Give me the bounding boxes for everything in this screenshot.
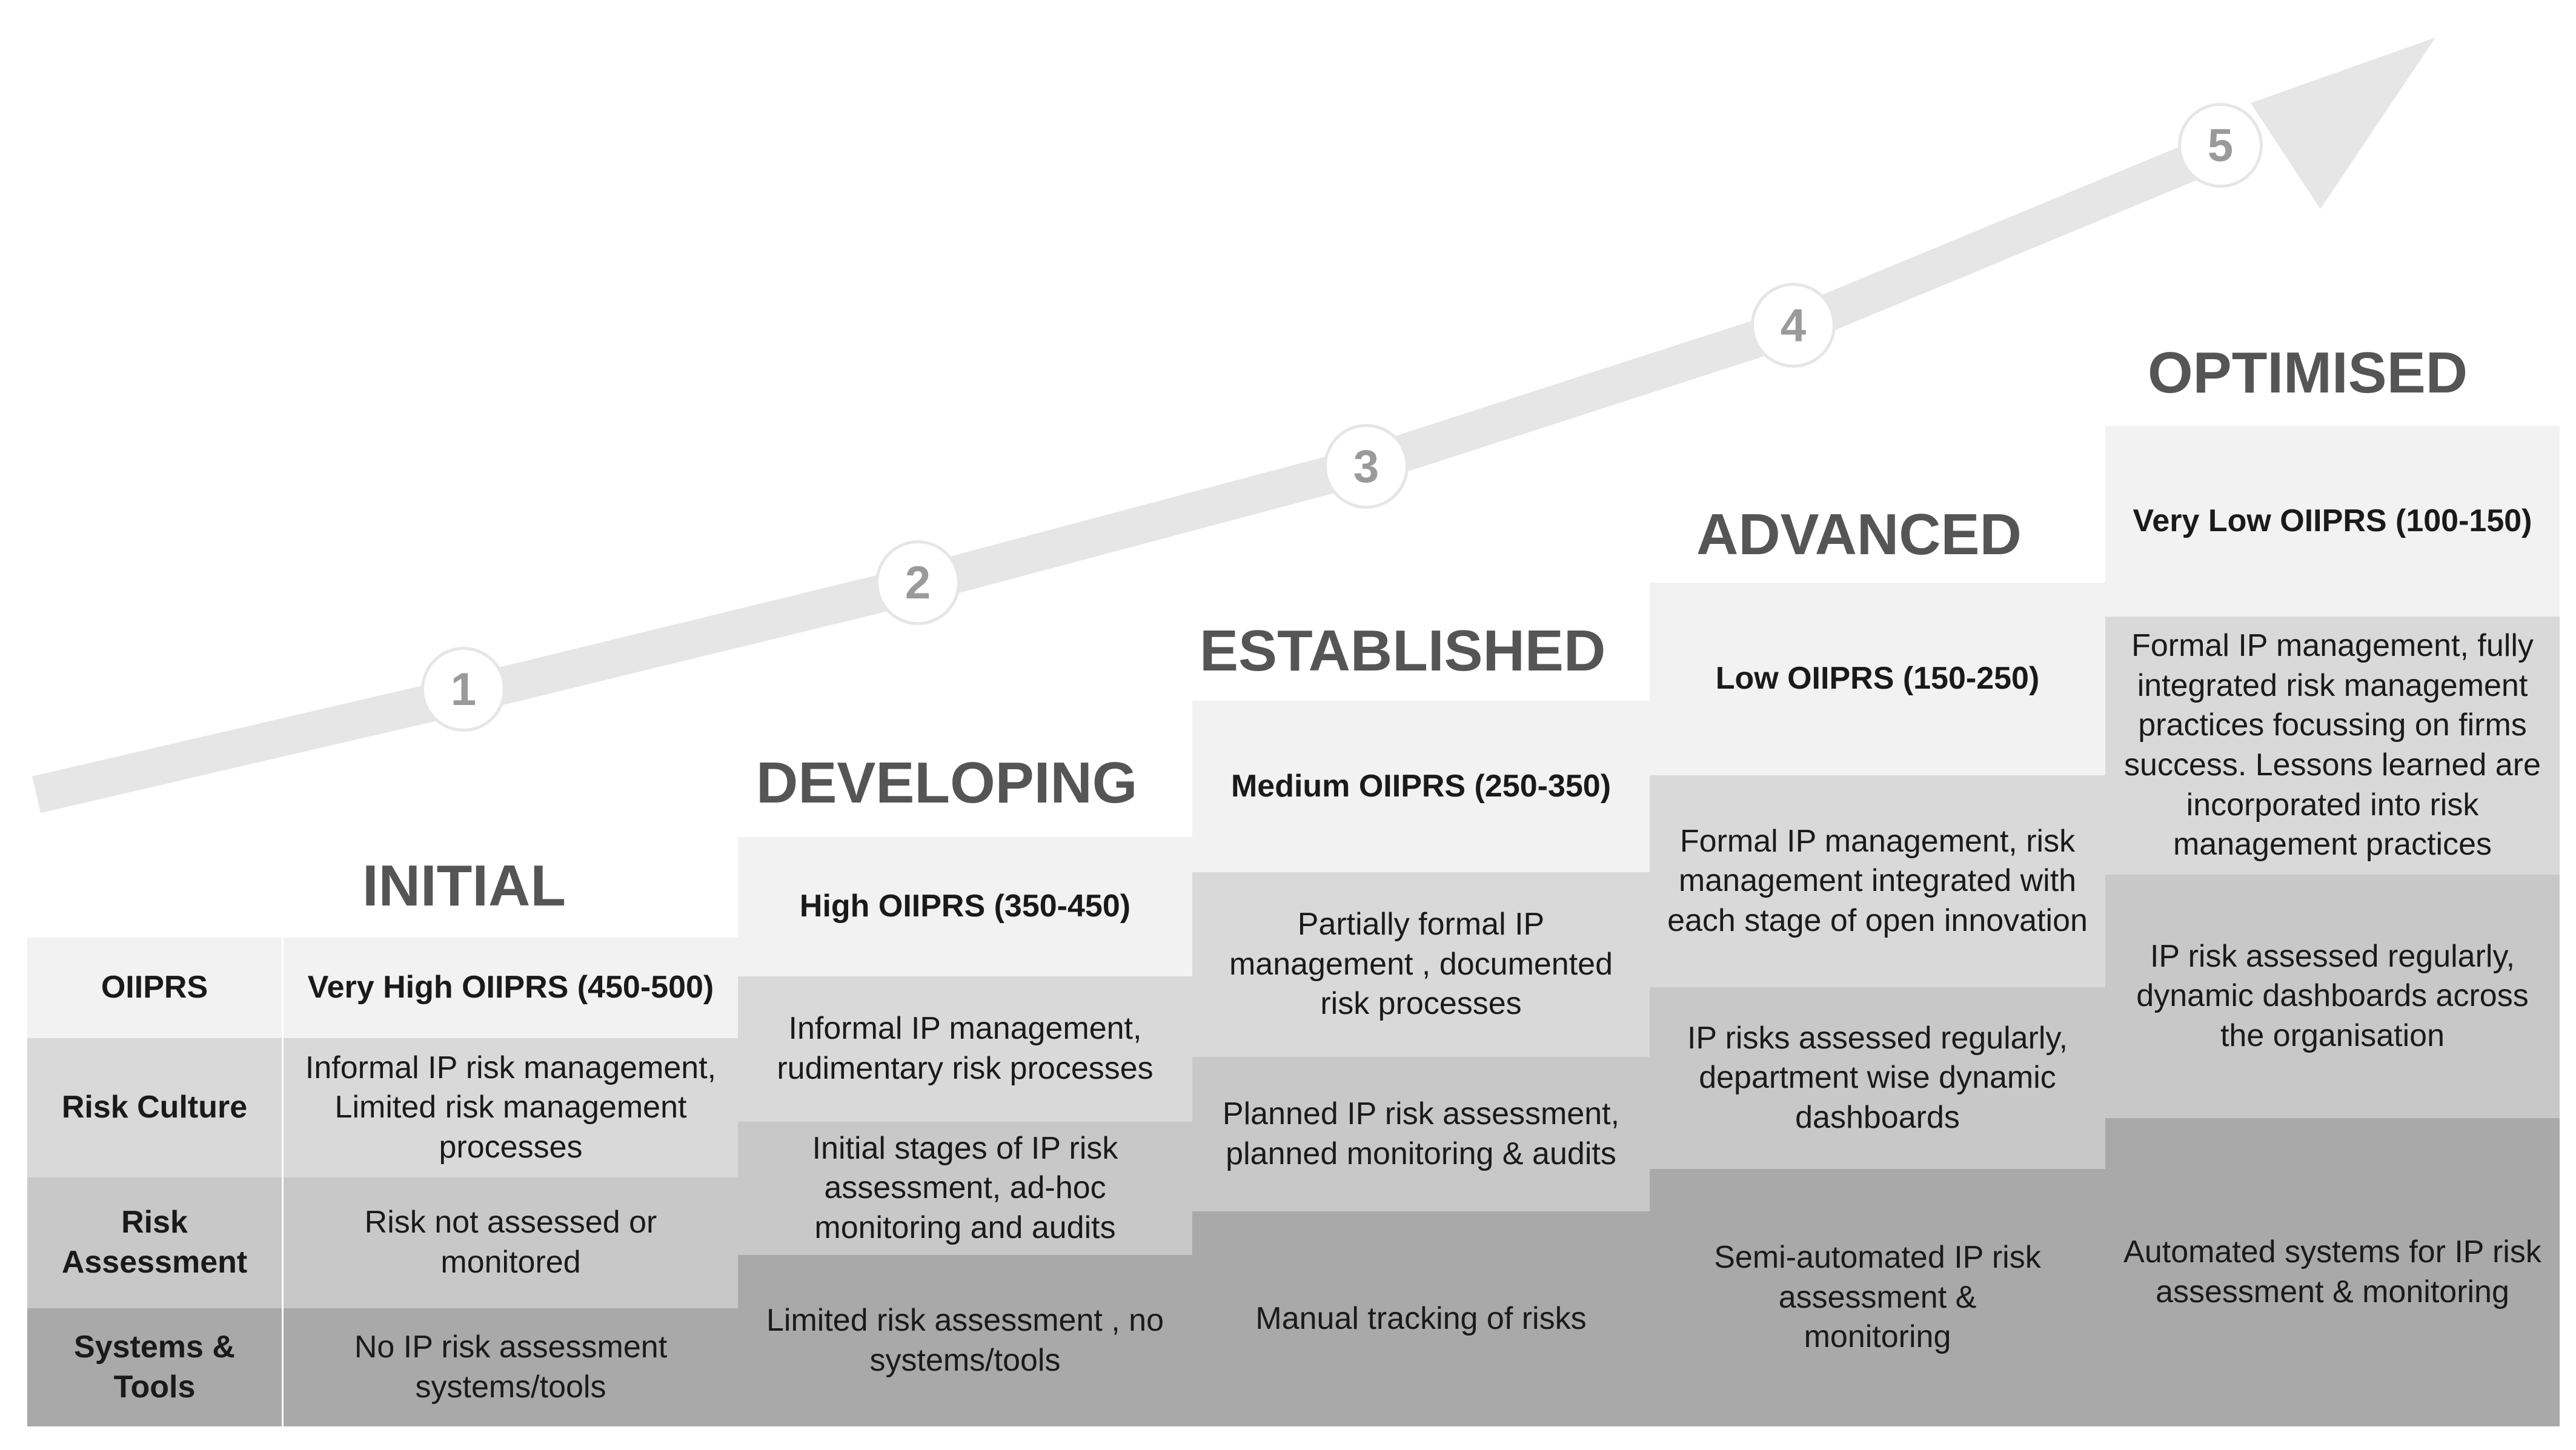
stage-3-systems-tools: Manual tracking of risks: [1192, 1211, 1650, 1426]
stage-5-systems-tools: Automated systems for IP risk assessment…: [2105, 1118, 2560, 1426]
stage-title-initial: INITIAL: [362, 853, 566, 918]
stage-5-risk-assessment: IP risk assessed regularly, dynamic dash…: [2105, 875, 2560, 1118]
stage-5-oiiprs: Very Low OIIPRS (100-150): [2105, 426, 2560, 617]
stage-4-risk-assessment: IP risks assessed regularly, department …: [1650, 987, 2105, 1169]
stage-4-systems-tools: Semi-automated IP risk assessment & moni…: [1650, 1169, 2105, 1426]
stage-title-optimised: OPTIMISED: [2148, 340, 2468, 405]
stage-title-established: ESTABLISHED: [1200, 618, 1606, 683]
stage-1-oiiprs: Very High OIIPRS (450-500): [284, 938, 738, 1038]
stage-1-risk-culture: Informal IP risk management, Limited ris…: [284, 1038, 738, 1177]
step-circle-5: 5: [2178, 103, 2263, 188]
step-circle-1: 1: [421, 647, 506, 732]
stage-2-oiiprs: High OIIPRS (350-450): [738, 837, 1192, 976]
step-circle-4: 4: [1751, 283, 1836, 368]
arrow-head: [2251, 38, 2435, 209]
stage-2-systems-tools: Limited risk assessment , no systems/too…: [738, 1255, 1192, 1426]
stage-2-risk-assessment: Initial stages of IP risk assessment, ad…: [738, 1122, 1192, 1255]
row-label-risk-culture: Risk Culture: [27, 1038, 282, 1177]
stage-4-oiiprs: Low OIIPRS (150-250): [1650, 583, 2105, 775]
stage-1-risk-assessment: Risk not assessed or monitored: [284, 1177, 738, 1308]
step-circle-3: 3: [1324, 424, 1409, 509]
arrow-shaft: [32, 119, 2261, 813]
stage-title-advanced: ADVANCED: [1696, 502, 2022, 567]
stage-5-risk-culture: Formal IP management, fully integrated r…: [2105, 617, 2560, 875]
stage-1-systems-tools: No IP risk assessment systems/tools: [284, 1308, 738, 1426]
stage-title-developing: DEVELOPING: [756, 750, 1138, 815]
row-label-systems-tools: Systems & Tools: [27, 1308, 282, 1426]
step-circle-2: 2: [875, 540, 960, 625]
stage-3-risk-culture: Partially formal IP management , documen…: [1192, 872, 1650, 1057]
stage-4-risk-culture: Formal IP management, risk management in…: [1650, 775, 2105, 987]
row-label-oiiprs: OIIPRS: [27, 938, 282, 1038]
stage-3-oiiprs: Medium OIIPRS (250-350): [1192, 701, 1650, 872]
row-label-risk-assessment: Risk Assessment: [27, 1177, 282, 1308]
stage-2-risk-culture: Informal IP management, rudimentary risk…: [738, 976, 1192, 1122]
stage-3-risk-assessment: Planned IP risk assessment, planned moni…: [1192, 1057, 1650, 1211]
